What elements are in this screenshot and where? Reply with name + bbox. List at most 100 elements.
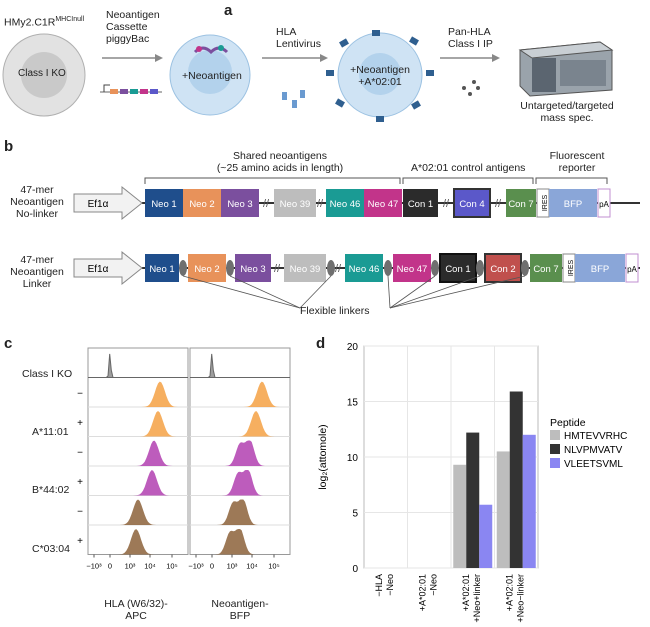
bar-HMTEVVRHC-3: [496, 451, 510, 568]
sign-minus: −: [77, 447, 83, 458]
x-tick-label: 10³: [125, 562, 136, 571]
sign-plus: +: [77, 477, 83, 488]
row2-ires-label: IRES: [568, 260, 575, 277]
sign-minus: −: [77, 506, 83, 517]
row1-neo46-label: Neo 46: [330, 199, 361, 210]
row2-neo46-label: Neo 46: [349, 264, 380, 275]
row1-neo46-box: [326, 189, 364, 217]
legend-swatch-HMTEVVRHC: [550, 430, 560, 440]
y-tick-label: 0: [352, 564, 358, 575]
row1-neo1-label: Neo 1: [151, 199, 176, 210]
x-tick-label: −Neo: [428, 574, 438, 596]
row1-con4-box: [453, 188, 491, 218]
legend-title: Peptide: [550, 417, 586, 429]
row2-neo2-box: [188, 254, 226, 282]
row-label-class-i-ko: Class I KO: [22, 368, 73, 380]
x-tick-label: +A*02:01: [417, 574, 427, 611]
bar-HMTEVVRHC-2: [453, 464, 467, 568]
row2-neo3-label: Neo 3: [240, 264, 265, 275]
legend-label: HMTEVVRHC: [564, 431, 627, 442]
row1-neo47-box: [364, 189, 402, 217]
x-tick-label: +Neo+linker: [472, 574, 482, 623]
histogram-bfp-6: [190, 529, 290, 555]
linker-leader: [229, 275, 301, 309]
x-tick-label: +A*02:01: [504, 574, 514, 611]
row1-neo3-label: Neo 3: [227, 199, 252, 210]
bar-VLEETSVML-2: [479, 504, 493, 568]
histogram-apc-2: [88, 411, 188, 437]
row2-pa-label: pA: [627, 265, 637, 274]
histogram-bfp-3: [190, 440, 290, 466]
row-label-c0304: C*03:04: [32, 543, 70, 555]
row2-pa-box: [625, 253, 639, 283]
x-tick-label: 0: [210, 562, 214, 571]
histogram-bfp-2: [190, 411, 290, 437]
bar-chart: 05101520log₂(attomole)−HLA−Neo+A*02:01−N…: [317, 342, 627, 623]
xlabel-apc: HLA (W6/32)-APC: [104, 598, 168, 622]
plus-neoantigen-text: +Neoantigen: [182, 70, 242, 82]
panel-b-label: b: [4, 138, 14, 155]
row1-con1-label: Con 1: [408, 199, 433, 210]
sign-plus: +: [77, 536, 83, 547]
row2-con7-box: [530, 254, 562, 282]
row1-bfp-box: [549, 189, 597, 217]
x-tick-label: 10³: [227, 562, 238, 571]
histogram-apc-3: [88, 440, 188, 466]
x-tick-label: +A*02:01: [461, 574, 471, 611]
bar-NLVPMVATV-2: [466, 432, 480, 568]
break-mark: //: [495, 198, 502, 210]
row1-con7-label: Con 7: [508, 199, 533, 210]
histogram-apc-4: [88, 470, 188, 496]
control-antigens-title: A*02:01 control antigens: [411, 162, 526, 174]
linker-leader: [389, 275, 436, 309]
row2-neo1-box: [145, 254, 179, 282]
row2-bfp-box: [575, 254, 625, 282]
plus-neo-a0201-text: +Neoantigen+A*02:01: [350, 64, 410, 88]
histogram-bfp-1: [190, 381, 290, 407]
y-tick-label: 15: [347, 398, 359, 409]
row1-pa-label: pA: [599, 200, 609, 209]
row1-bfp-label: BFP: [564, 199, 582, 210]
row-label-b4402: B*44:02: [32, 484, 70, 496]
histogram-bfp-0: [190, 353, 290, 378]
panel-a-label: a: [224, 2, 233, 19]
x-tick-label: −10³: [86, 562, 102, 571]
x-tick-label: 10⁴: [144, 562, 156, 571]
row1-con1-box: [403, 189, 438, 217]
row2-neo39-box: [284, 254, 326, 282]
ko-nucleus: [21, 52, 67, 98]
linker: [431, 260, 439, 276]
row1-neo47-label: Neo 47: [368, 199, 399, 210]
row2-neo39-label: Neo 39: [290, 264, 321, 275]
row2-neo46-box: [345, 254, 383, 282]
panel-c-label: c: [4, 335, 13, 352]
cell-line-label: HMy2.C1RMHCInull: [4, 16, 85, 29]
y-tick-label: 20: [347, 342, 359, 353]
break-mark: //: [274, 263, 281, 275]
linker-leader: [182, 275, 301, 309]
row2-con2-label: Con 2: [490, 264, 515, 275]
row1-neo2-label: Neo 2: [189, 199, 214, 210]
y-tick-label: 5: [352, 509, 358, 520]
legend-swatch-VLEETSVML: [550, 458, 560, 468]
linker: [327, 260, 335, 276]
linker-leader: [389, 275, 526, 309]
row1-neo2-box: [183, 189, 221, 217]
x-tick-label: +Neo−linker: [515, 574, 525, 623]
ef1a-promoter: [73, 250, 143, 286]
row1-neo39-label: Neo 39: [280, 199, 311, 210]
row2-neo47-label: Neo 47: [397, 264, 428, 275]
legend-label: NLVPMVATV: [564, 445, 623, 456]
row2-neo2-label: Neo 2: [194, 264, 219, 275]
sign-minus: −: [77, 388, 83, 399]
histogram-bfp-5: [190, 499, 290, 525]
panel-d-label: d: [316, 335, 326, 352]
row2-neo47-box: [393, 254, 431, 282]
ef1a-promoter: [73, 185, 143, 221]
